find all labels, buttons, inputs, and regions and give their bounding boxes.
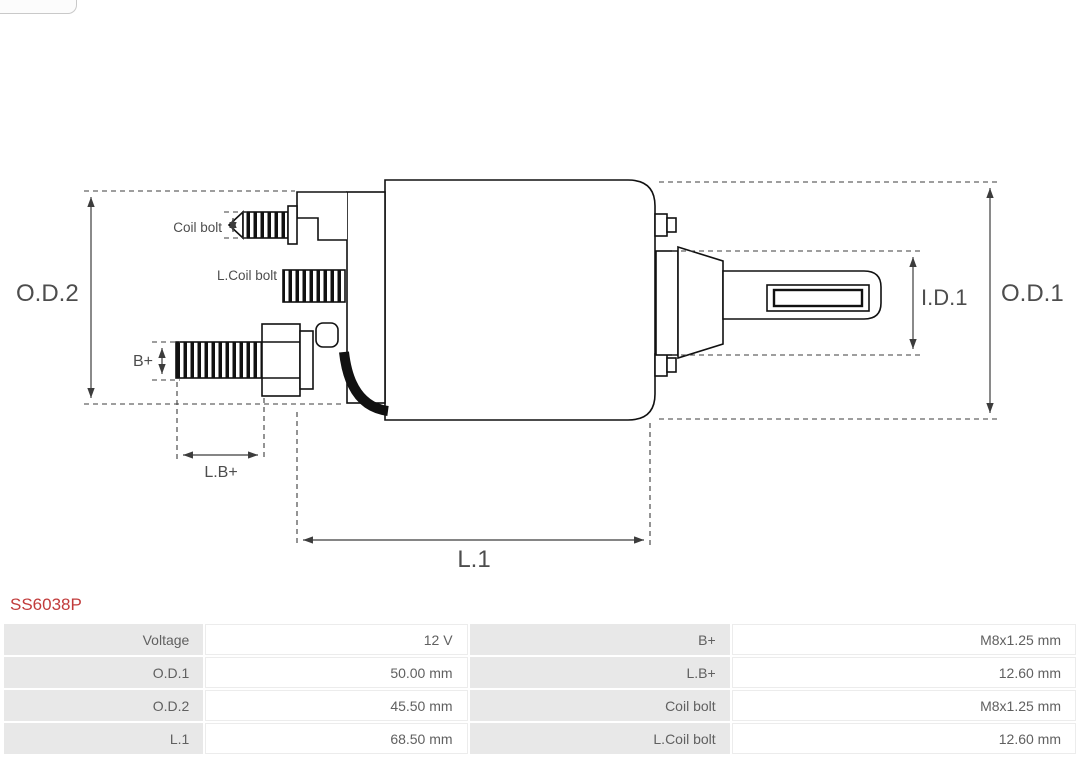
shaft-slot-inner <box>772 288 864 308</box>
solenoid-diagram: O.D.2 O.D.1 I.D.1 L.1 L.B+ B+ Coil bolt … <box>16 179 1064 573</box>
coil-thread-block <box>282 269 346 303</box>
spec-value: 68.50 mm <box>205 723 468 754</box>
spec-label: O.D.2 <box>4 690 204 721</box>
label-id1: I.D.1 <box>921 285 967 310</box>
right-tab-bottom-tip <box>666 357 677 373</box>
label-od1: O.D.1 <box>1001 280 1064 307</box>
label-coil-bolt: Coil bolt <box>173 220 222 235</box>
solenoid-body <box>384 179 656 421</box>
b-plus-washer <box>299 330 314 390</box>
plunger-neck <box>655 250 679 356</box>
bracket-pin <box>315 322 339 348</box>
spec-label: O.D.1 <box>4 657 204 688</box>
spec-label: L.Coil bolt <box>469 723 730 754</box>
b-plus-thread <box>175 341 263 379</box>
b-plus-nut <box>261 323 301 397</box>
label-l1: L.1 <box>457 546 490 573</box>
label-l-coil-bolt: L.Coil bolt <box>217 268 277 283</box>
right-tab-top-tip <box>666 217 677 233</box>
table-row: O.D.2 45.50 mm Coil bolt M8x1.25 mm <box>4 690 1076 721</box>
spec-value: 50.00 mm <box>205 657 468 688</box>
table-row: L.1 68.50 mm L.Coil bolt 12.60 mm <box>4 723 1076 754</box>
table-row: Voltage 12 V B+ M8x1.25 mm <box>4 624 1076 655</box>
label-bplus: B+ <box>133 353 153 370</box>
spec-label: L.1 <box>4 723 204 754</box>
spec-value: 12.60 mm <box>731 657 1076 688</box>
diagram-labels: O.D.2 O.D.1 I.D.1 L.1 L.B+ B+ Coil bolt … <box>16 220 1064 573</box>
right-tab-bottom <box>654 353 668 377</box>
plunger-cone <box>677 245 724 360</box>
spec-value: 12 V <box>205 624 468 655</box>
label-lbplus: L.B+ <box>204 464 237 481</box>
spec-value: 45.50 mm <box>205 690 468 721</box>
coil-bolt-tip <box>227 210 244 240</box>
boot-crescent <box>339 351 389 416</box>
spec-label: L.B+ <box>469 657 730 688</box>
spec-label: B+ <box>469 624 730 655</box>
label-od2: O.D.2 <box>16 280 79 307</box>
table-row: O.D.1 50.00 mm L.B+ 12.60 mm <box>4 657 1076 688</box>
spec-table: Voltage 12 V B+ M8x1.25 mm O.D.1 50.00 m… <box>2 622 1078 756</box>
spec-value: M8x1.25 mm <box>731 624 1076 655</box>
dimension-lines <box>87 188 994 544</box>
spec-value: M8x1.25 mm <box>731 690 1076 721</box>
spec-value: 12.60 mm <box>731 723 1076 754</box>
spec-label: Coil bolt <box>469 690 730 721</box>
right-tab-top <box>654 213 668 237</box>
extension-lines <box>84 181 997 547</box>
coil-bolt-flange <box>287 205 298 245</box>
logo-fragment <box>0 0 77 14</box>
spec-label: Voltage <box>4 624 204 655</box>
bracket-upper-step <box>296 191 347 241</box>
coil-bolt-thread <box>242 211 289 239</box>
solenoid-drawing <box>175 179 882 421</box>
part-number: SS6038P <box>10 595 82 614</box>
